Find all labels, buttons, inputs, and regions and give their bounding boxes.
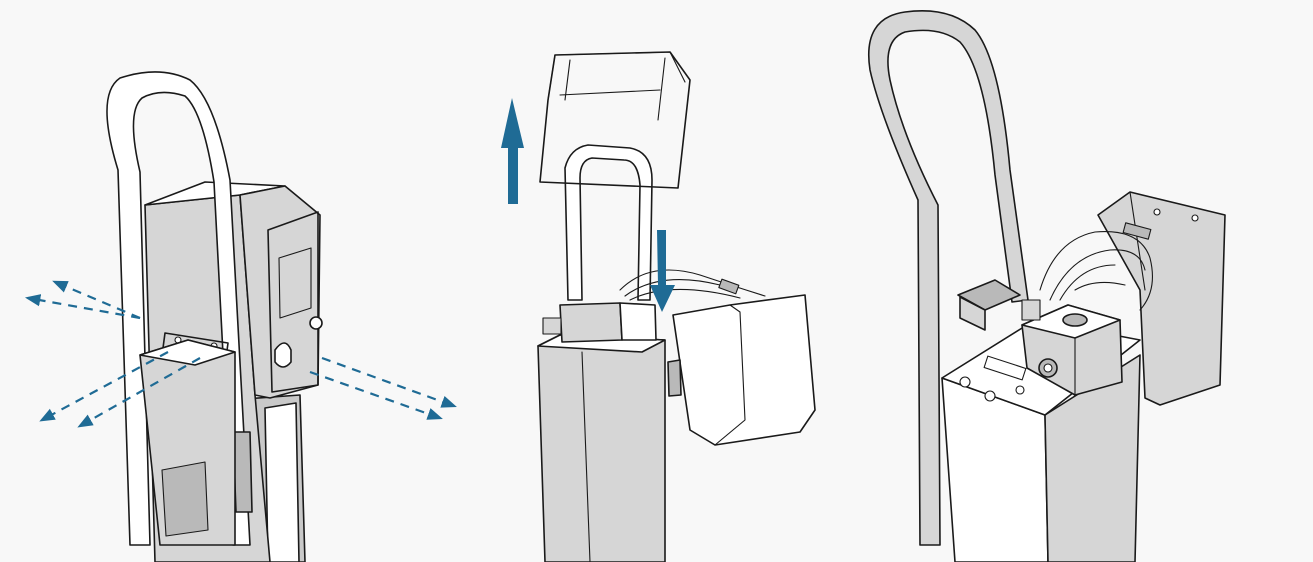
bolt-icon bbox=[960, 377, 970, 387]
panel-lift-cover bbox=[501, 52, 815, 562]
arrow-right-2 bbox=[310, 372, 440, 418]
access-panel-window bbox=[279, 248, 311, 318]
latch-upper-icon bbox=[310, 317, 322, 329]
cover-folds bbox=[548, 52, 685, 120]
bolt-icon bbox=[985, 391, 995, 401]
screw-icon bbox=[1154, 209, 1160, 215]
latch-lower-icon bbox=[275, 343, 291, 367]
side-box bbox=[673, 295, 815, 445]
valve-cap bbox=[1063, 314, 1087, 326]
side-box-hinge bbox=[668, 360, 681, 396]
fitting-left bbox=[543, 318, 561, 334]
component-block bbox=[560, 303, 622, 342]
lifted-cover bbox=[540, 52, 690, 188]
bolt-icon bbox=[1016, 386, 1024, 394]
panel-remove-screws bbox=[28, 72, 454, 562]
handle-clamp bbox=[233, 432, 252, 512]
panel-cover-removed bbox=[869, 11, 1225, 562]
front-box-label bbox=[162, 462, 208, 536]
side-fitting bbox=[1022, 300, 1040, 320]
screw-icon bbox=[1192, 215, 1198, 221]
connector-board bbox=[620, 303, 656, 340]
fitting-center bbox=[1044, 364, 1052, 372]
column-panel bbox=[265, 403, 299, 562]
cable-connector bbox=[719, 279, 739, 294]
arrow-up bbox=[501, 98, 524, 204]
column-body bbox=[538, 335, 665, 562]
